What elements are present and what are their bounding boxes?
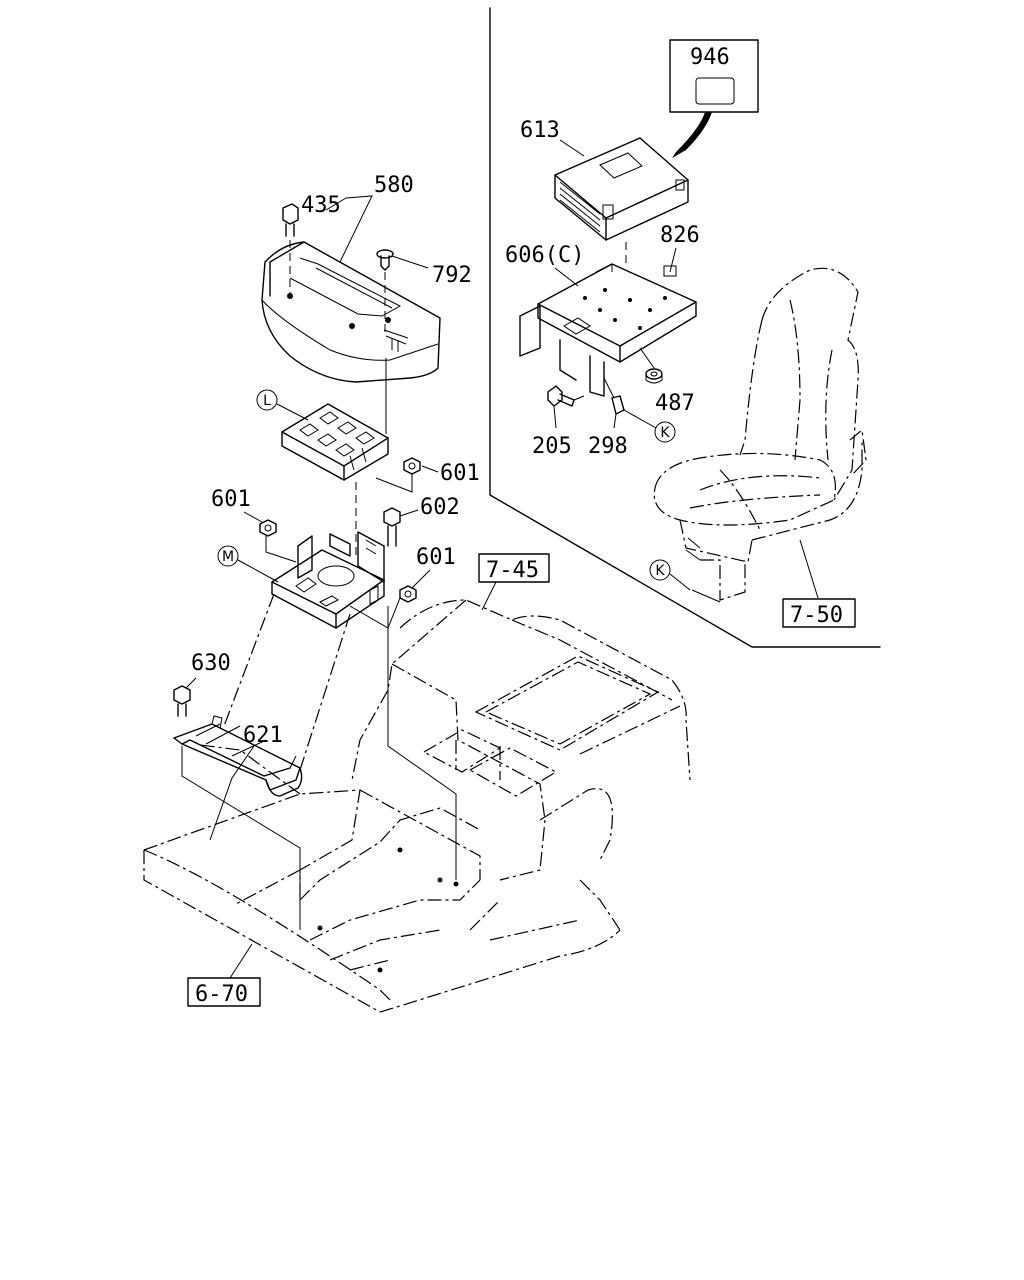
grommet-487 <box>639 347 663 384</box>
clip-298 <box>603 377 657 429</box>
floor-6-70 <box>143 744 621 1013</box>
label-box-946: 946 <box>669 39 759 158</box>
leader-602 <box>399 509 419 517</box>
ref-box-6-70 <box>187 977 261 1007</box>
leader-613 <box>559 139 585 157</box>
marker-k-lower-text: K <box>655 563 665 579</box>
leader-m <box>237 559 279 583</box>
ref-label-7-45: 7-45 <box>486 558 539 583</box>
ref-box-7-50 <box>782 598 856 628</box>
part-label-606c: 606(C) <box>505 243 584 268</box>
part-label-630: 630 <box>191 651 231 676</box>
part-label-613: 613 <box>520 118 560 143</box>
bolt-205 <box>547 385 585 429</box>
console-7-45 <box>351 599 691 881</box>
part-label-826: 826 <box>660 223 700 248</box>
bolt-435 <box>282 203 299 296</box>
nut-601-right <box>375 457 421 493</box>
bracket-m <box>271 531 385 629</box>
marker-k-upper-text: K <box>660 425 670 441</box>
leader-601-left <box>243 511 263 523</box>
marker-l-text: L <box>263 393 271 409</box>
leader-580 <box>325 195 373 263</box>
part-label-601-left: 601 <box>211 487 251 512</box>
bracket-621 <box>173 715 303 797</box>
leader-630 <box>185 677 197 689</box>
guide-line-to-floor <box>387 606 457 880</box>
screw-792 <box>376 249 394 332</box>
leader-7-50 <box>799 539 819 599</box>
inset-panel-border <box>489 7 881 648</box>
part-label-946: 946 <box>690 45 730 70</box>
leader-6-70 <box>229 943 253 979</box>
part-label-205: 205 <box>532 434 572 459</box>
part-label-487: 487 <box>655 391 695 416</box>
bolt-630 <box>173 685 191 717</box>
bracket-606c <box>519 263 697 397</box>
leader-l <box>276 403 309 421</box>
part-label-601-right: 601 <box>440 461 480 486</box>
guide-line-m-621-right <box>299 613 351 771</box>
ref-box-7-45 <box>478 553 550 583</box>
ref-label-6-70: 6-70 <box>195 982 248 1007</box>
guide-line-630-floor <box>181 746 301 930</box>
leader-7-45 <box>481 581 497 611</box>
leader-792 <box>391 255 429 269</box>
cover-580 <box>261 241 441 383</box>
part-label-298: 298 <box>588 434 628 459</box>
nut-601-left <box>259 519 297 563</box>
operator-seat <box>653 267 867 603</box>
part-label-621: 621 <box>243 723 283 748</box>
bracket-l <box>281 403 389 481</box>
circle-marker-k-lower <box>649 559 671 581</box>
ref-label-7-50: 7-50 <box>790 603 843 628</box>
marker-m-text: M <box>222 549 234 565</box>
circle-marker-l <box>256 389 278 411</box>
bolt-602 <box>383 507 401 547</box>
nut-601-lower <box>349 585 417 629</box>
leader-k-lower <box>669 573 691 591</box>
part-label-792: 792 <box>432 263 472 288</box>
leader-601-lower <box>411 569 431 589</box>
part-label-580: 580 <box>374 173 414 198</box>
guide-line-m-621-left <box>223 593 275 727</box>
leader-606c <box>554 267 579 287</box>
circle-marker-k-upper <box>654 421 676 443</box>
controller-unit-613 <box>554 137 689 268</box>
leader-601-right <box>421 465 439 473</box>
part-label-435: 435 <box>301 193 341 218</box>
circle-marker-m <box>217 545 239 567</box>
leader-621 <box>209 745 255 841</box>
part-label-601-lower: 601 <box>416 545 456 570</box>
leader-arrow-946 <box>672 112 712 158</box>
part-label-602: 602 <box>420 495 460 520</box>
leader-826 <box>669 247 677 273</box>
